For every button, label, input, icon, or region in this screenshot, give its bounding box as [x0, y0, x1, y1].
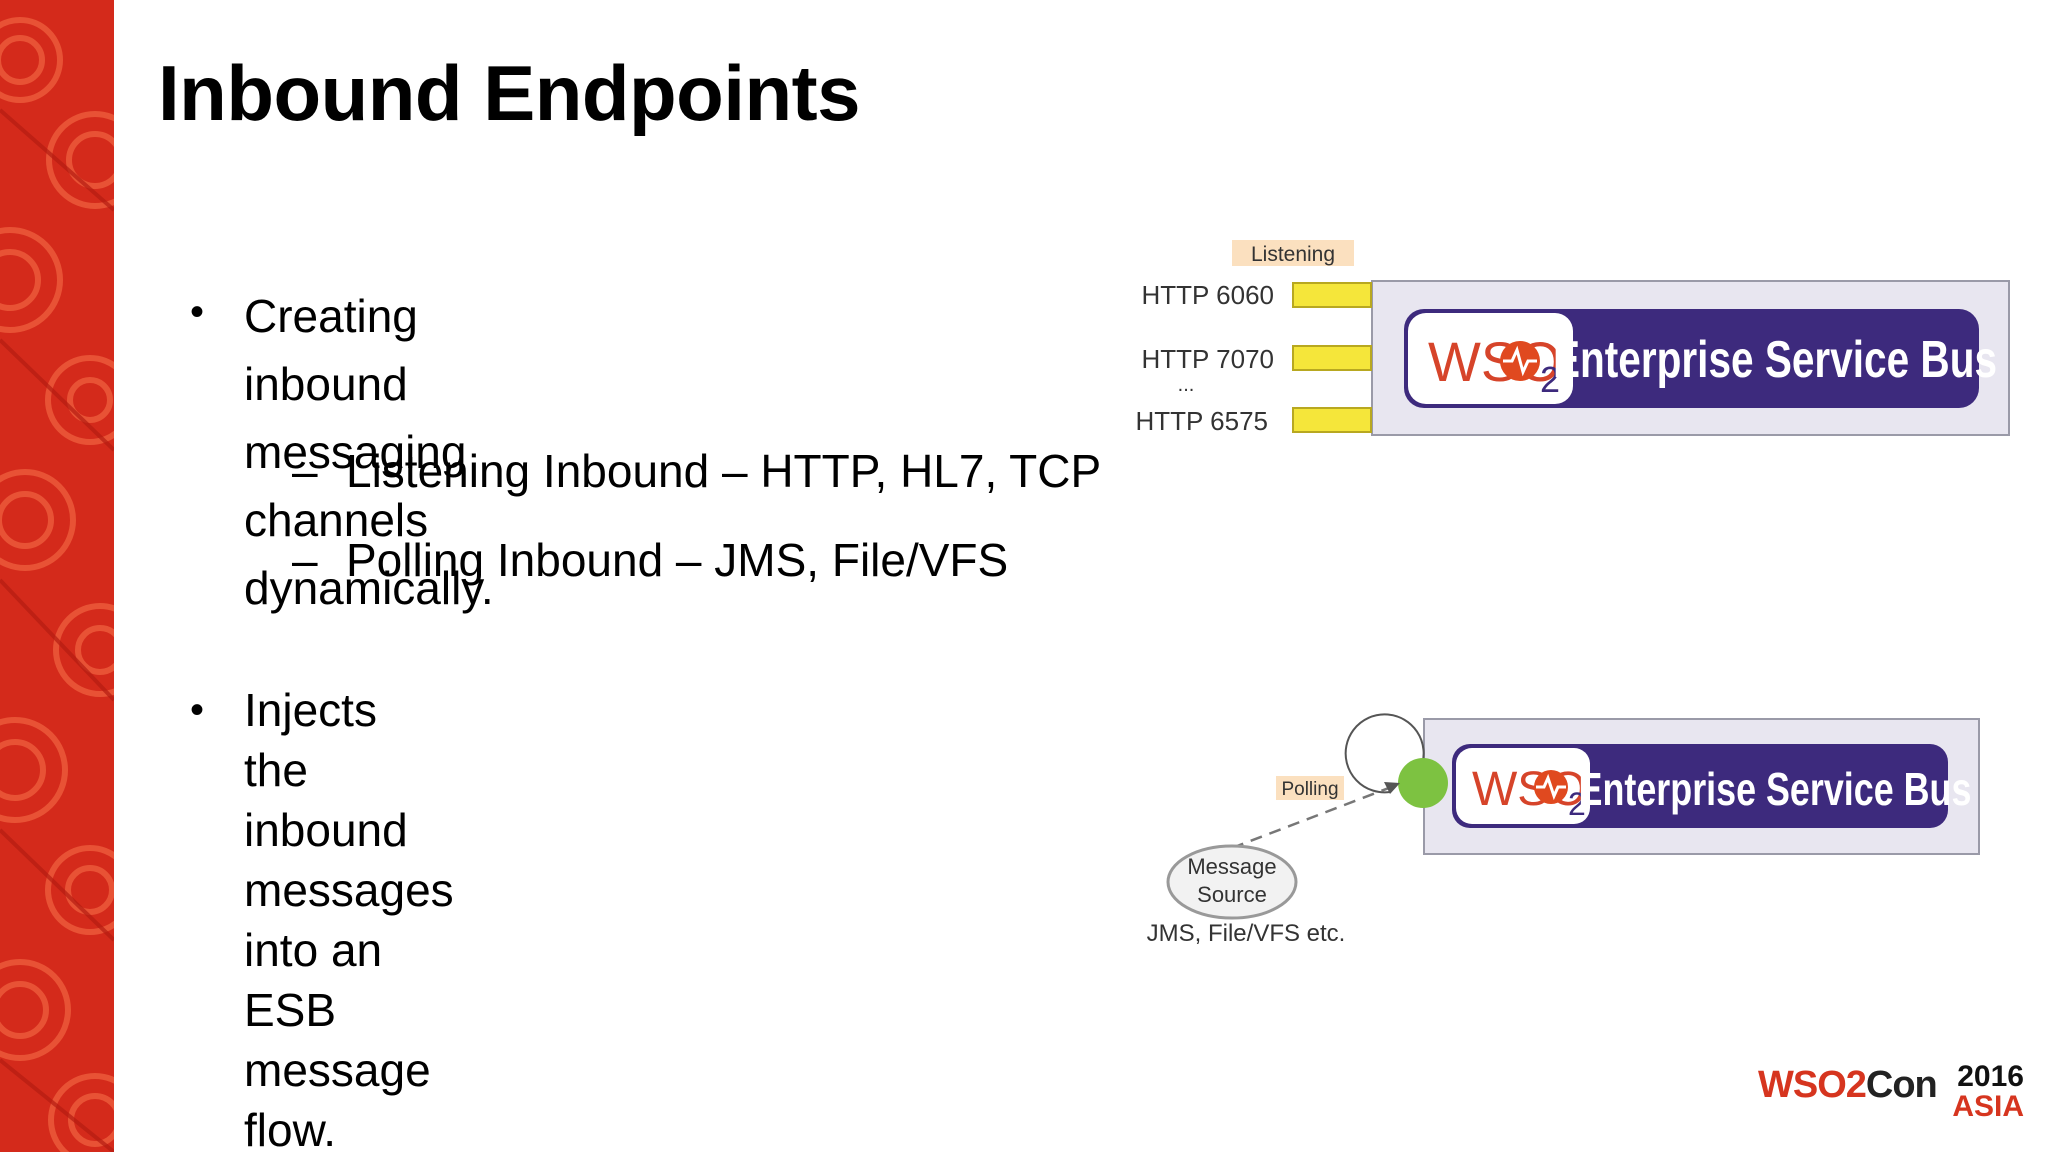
bullet-item: Injects the inbound messages into an ESB… — [244, 680, 454, 1160]
sub-bullet-item: Polling Inbound – JMS, File/VFS — [346, 534, 1009, 586]
message-source-label: Message — [1187, 854, 1276, 879]
slide-title: Inbound Endpoints — [158, 49, 861, 137]
brand-year: 2016 — [1957, 1060, 2024, 1093]
esb-label: Enterprise Service Bus — [1579, 764, 1972, 815]
polling-arrow — [1231, 784, 1395, 850]
bullet-dot: • — [190, 290, 205, 334]
brand-region: ASIA — [1952, 1090, 2024, 1123]
decorative-side-band — [0, 0, 114, 1152]
polling-loop — [1344, 713, 1425, 794]
brand-word-wso2: WSO2 — [1758, 1064, 1867, 1106]
listening-diagram: Listening HTTP 6060 HTTP 7070 ... HTTP 6… — [1136, 240, 2010, 436]
wso2con-logo: WSO2Con 2016 ASIA — [1758, 1060, 2028, 1132]
polling-node — [1398, 758, 1448, 808]
bullet-line: ESB message flow. — [244, 984, 431, 1156]
brand-wordmark: WSO2Con — [1758, 1064, 1938, 1107]
brand-word-con: Con — [1865, 1064, 1938, 1106]
port-ellipsis: ... — [1178, 374, 1195, 396]
bullet-line: dynamically. — [244, 562, 494, 614]
polling-tag-bg — [1276, 776, 1344, 800]
arrow-head-icon — [1384, 782, 1400, 794]
port-box — [1292, 282, 1372, 308]
bullet-item: Creating inbound messaging channels dyna… — [244, 282, 494, 622]
sub-bullet-item: Listening Inbound – HTTP, HL7, TCP — [346, 445, 1102, 497]
side-band-pattern — [0, 0, 114, 1152]
port-box — [1292, 345, 1372, 371]
message-source-node — [1166, 844, 1298, 920]
wso2-logo-bg — [1408, 313, 1573, 404]
port-label: HTTP 7070 — [1142, 344, 1274, 374]
wso2-logo-sub: 2 — [1568, 786, 1586, 822]
listening-tag-bg — [1232, 240, 1354, 266]
bullet-dot: • — [190, 688, 205, 732]
sub-bullet-dash: – — [292, 445, 318, 497]
port-label: HTTP 6060 — [1142, 280, 1274, 310]
listening-tag: Listening — [1251, 243, 1335, 266]
bullet-line: Injects the inbound messages into an — [244, 684, 454, 976]
esb-label: Enterprise Service Bus — [1553, 330, 1997, 388]
pulse-icon — [1503, 345, 1537, 377]
wso2-logo-bg — [1456, 748, 1590, 824]
sub-bullet-dash: – — [292, 534, 318, 586]
polling-tag: Polling — [1281, 779, 1338, 800]
pulse-icon — [1536, 773, 1566, 801]
polling-diagram: WSO 2 Enterprise Service Bus Polling Mes… — [1147, 713, 1980, 947]
bullet-line: Creating inbound messaging channels — [244, 290, 467, 546]
port-label: HTTP 6575 — [1136, 406, 1268, 436]
wso2-logo-sub: 2 — [1540, 359, 1560, 400]
message-source-caption: JMS, File/VFS etc. — [1147, 920, 1346, 947]
message-source-label: Source — [1197, 882, 1267, 907]
port-box — [1292, 407, 1372, 433]
